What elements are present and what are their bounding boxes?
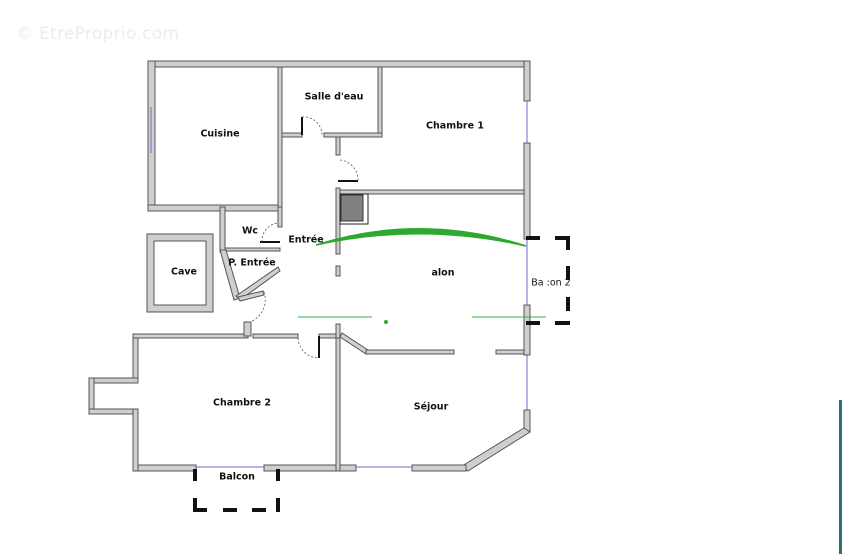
wall-wc-left	[219, 206, 226, 253]
room-label-salon: alon	[431, 267, 455, 279]
wall-entree-right-stub	[335, 265, 341, 277]
view-arc	[315, 228, 527, 247]
wall-sejour-partial-left	[365, 349, 455, 355]
room-label-balcon: Balcon	[219, 471, 255, 483]
room-label-chambre1: Chambre 1	[426, 120, 484, 132]
wall-salle-bottom-right	[323, 132, 383, 138]
balcon2-dash	[526, 236, 540, 240]
wall-sejour-partial-right	[495, 349, 525, 355]
wall-right-mid	[523, 142, 531, 240]
room-label-sejour: Séjour	[413, 401, 449, 413]
view-point	[384, 320, 388, 324]
wall-bottom-mid	[263, 464, 357, 472]
room-label-cave: Cave	[170, 266, 198, 278]
room-label-chambre2: Chambre 2	[213, 397, 271, 409]
room-label-balcon2: Ba :on 2	[531, 277, 571, 289]
wall-chambre2-left-top	[132, 333, 139, 383]
room-label-salle-deau: Salle d'eau	[304, 91, 364, 103]
wall-salle-bottom-left	[281, 132, 303, 138]
wall-sejour-slant	[339, 332, 369, 355]
wall-entree-right-low	[335, 323, 341, 339]
wall-entree-right	[335, 187, 341, 255]
wall-right-top	[523, 60, 531, 102]
wall-pentree-stub	[243, 321, 252, 337]
cave-inner	[153, 240, 207, 306]
door-swing-wc	[261, 222, 279, 243]
door-swing-chambre1	[339, 159, 359, 182]
wall-cuisine-right	[277, 66, 283, 212]
wall-entree-right-top	[335, 136, 341, 156]
wall-pentree-bottom	[237, 290, 265, 302]
wall-right-lower	[523, 304, 531, 356]
room-label-wc: Wc	[241, 225, 259, 237]
wall-sejour-diagonal	[461, 427, 531, 472]
watermark: © EtreProprio.com	[16, 24, 180, 44]
right-edge-bar	[839, 400, 842, 554]
wall-top	[147, 60, 531, 68]
wall-chambre1-bottom	[339, 189, 525, 195]
wall-protrusion-bottom	[88, 408, 139, 415]
wall-wc-right	[277, 206, 283, 228]
wall-chambre2-sejour	[335, 333, 341, 472]
wall-protrusion-top	[88, 377, 139, 384]
wall-chambre2-left-bottom	[132, 408, 139, 472]
door-swing-entry	[249, 291, 266, 323]
wall-salle-right	[377, 66, 383, 138]
wall-bottom-left	[132, 464, 197, 472]
room-label-entree: Entrée	[288, 234, 324, 246]
wall-bottom-right	[411, 464, 467, 472]
room-label-cuisine: Cuisine	[200, 128, 240, 140]
chimney-fill	[340, 194, 364, 222]
wall-chambre2-top-mid	[252, 333, 299, 339]
wall-wc-bottom	[224, 247, 281, 252]
wall-chambre2-top-left	[132, 333, 249, 339]
balcon-dash	[193, 469, 197, 481]
door-swing-salle	[301, 116, 323, 136]
door-swing-chambre2	[297, 337, 320, 359]
wall-cuisine-bottom	[147, 204, 281, 212]
room-label-p-entree: P. Entrée	[228, 257, 276, 269]
